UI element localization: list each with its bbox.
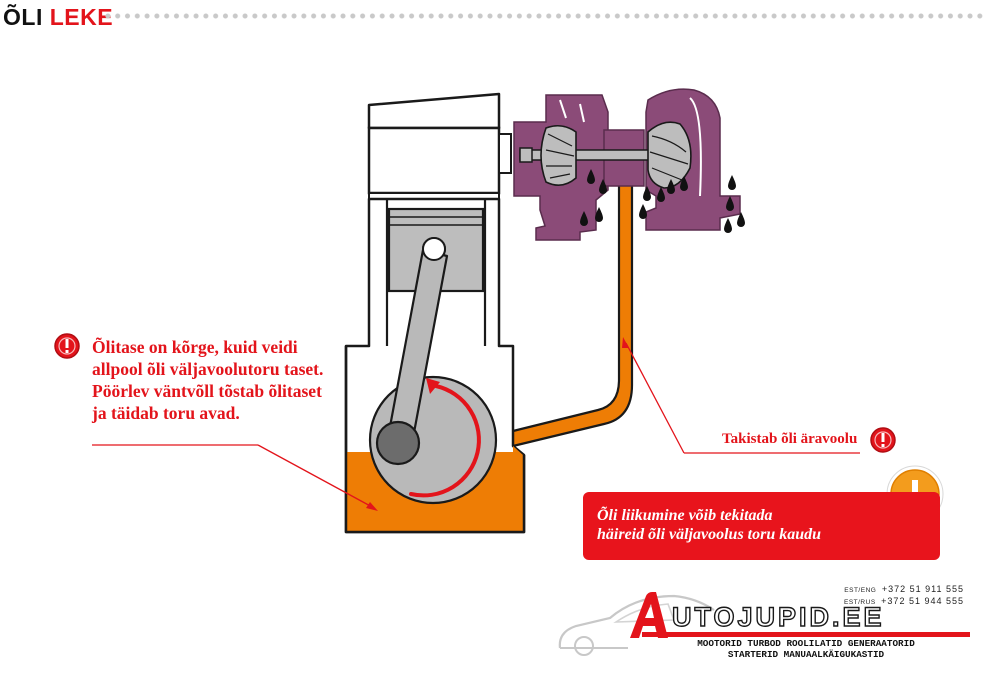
brand-name: UTOJUPID.EE (671, 601, 885, 632)
turbo-shaft-nut (519, 147, 533, 163)
note-line: allpool õli väljavoolutoru taset. (92, 359, 324, 379)
compressor-wheel (647, 121, 692, 189)
brand-underline (642, 632, 970, 637)
warning-box: Õli liikumine võib tekitada häireid õli … (583, 492, 940, 560)
title-word-oli: ÕLI (3, 4, 43, 30)
tagline-line: STARTERID MANUAALKÄIGUKASTID (727, 649, 885, 660)
note-line: ja täidab toru avad. (92, 403, 240, 423)
phone-number: +372 51 911 555 (881, 584, 964, 594)
note-drain-blocked: Takistab õli äravoolu (722, 431, 858, 447)
cylinder-head (367, 92, 501, 130)
leader-left (92, 444, 378, 511)
phone-number: +372 51 944 555 (881, 596, 964, 606)
company-logo: EST/ENG +372 51 911 555 EST/RUS +372 51 … (556, 580, 976, 670)
warning-box-line: Õli liikumine võib tekitada (597, 507, 773, 524)
rotation-arrow (409, 384, 481, 498)
warning-icon (870, 427, 896, 453)
phone-label: EST/RUS (843, 599, 876, 606)
oil-drop (643, 186, 651, 201)
phone-numbers: EST/ENG +372 51 911 555 EST/RUS +372 51 … (844, 584, 964, 608)
oil-drop (599, 179, 607, 194)
phone-label: EST/ENG (844, 587, 877, 594)
phone-line: EST/ENG +372 51 911 555 (844, 584, 964, 596)
crankcase-outline (344, 346, 526, 534)
title-word-leke: LEKE (49, 4, 114, 30)
brand-letter-a-icon (630, 592, 668, 638)
oil-drop (726, 196, 734, 211)
rotation-arrowhead (426, 378, 440, 394)
warning-box-line: häireid õli väljavoolus toru kaudu (597, 526, 822, 543)
oil-drop (595, 207, 603, 222)
cylinder-block-top (367, 126, 501, 195)
note-line: Õlitase on kõrge, kuid veidi (92, 337, 298, 357)
oil-drop (587, 169, 595, 184)
phone-line: EST/RUS +372 51 944 555 (844, 596, 964, 608)
oil-drops (580, 169, 745, 233)
header: ÕLI LEKE (0, 0, 1000, 34)
oil-drop (580, 211, 588, 226)
oil-drop (680, 176, 688, 191)
page-title: ÕLI LEKE (3, 4, 113, 30)
sensor-plug (498, 133, 512, 174)
oil-drop (657, 187, 665, 202)
brand-tagline: MOOTORID TURBOD ROOLILATID GENERAATORID … (642, 638, 970, 660)
oil-drop (639, 204, 647, 219)
connecting-rod-small-end (422, 237, 446, 261)
note-oil-level: Õlitase on kõrge, kuid veidi allpool õli… (92, 336, 342, 424)
note-line: Pöörlev väntvõll tõstab õlitaset (92, 381, 322, 401)
warning-icon (54, 333, 80, 359)
turbocharger (513, 88, 741, 241)
leader-right (622, 337, 860, 454)
tagline-line: MOOTORID TURBOD ROOLILATID GENERAATORID (697, 638, 915, 649)
oil-drop (724, 218, 732, 233)
warning-box-text: Õli liikumine võib tekitada häireid õli … (597, 506, 821, 544)
oil-drop (667, 179, 675, 194)
oil-drop (728, 175, 736, 190)
title-dotted-rule (103, 11, 985, 21)
turbine-wheel (540, 124, 577, 186)
crank-pin (375, 420, 421, 466)
oil-drop (737, 212, 745, 227)
